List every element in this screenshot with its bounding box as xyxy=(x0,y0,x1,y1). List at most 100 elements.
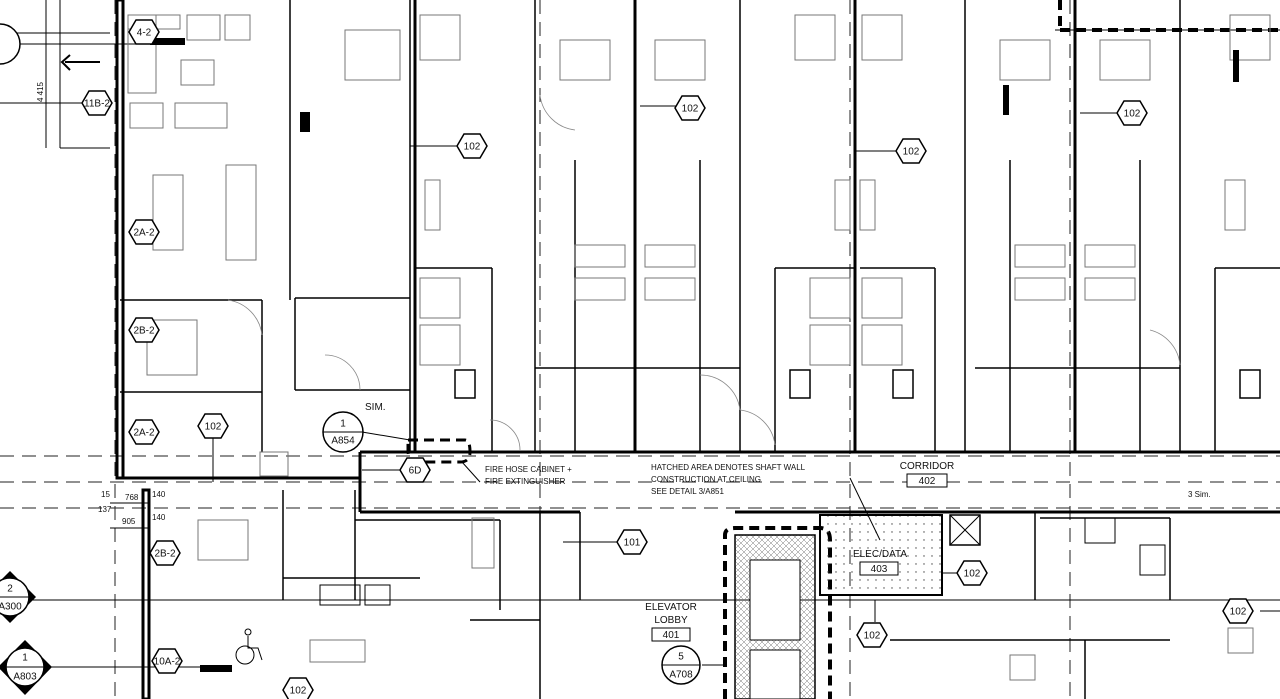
tag-2b-2[interactable]: 2B-2 xyxy=(128,317,160,343)
hexagon-icon xyxy=(282,677,314,699)
room-name: ELEC/DATA xyxy=(853,549,907,560)
hexagon-icon xyxy=(128,419,160,445)
room-number: 402 xyxy=(919,476,936,487)
tag-label: 102 xyxy=(682,104,699,115)
room-name-2: LOBBY xyxy=(654,615,688,626)
hexagon-icon xyxy=(151,648,183,674)
tag-102[interactable]: 102 xyxy=(956,560,988,586)
tag-label: 102 xyxy=(1230,607,1247,618)
tag-label: 102 xyxy=(464,142,481,153)
room-corridor[interactable]: CORRIDOR 402 xyxy=(900,461,954,488)
marker-sheet: A854 xyxy=(331,436,355,447)
accessible-icon xyxy=(235,628,263,665)
tag-102[interactable]: 102 xyxy=(197,413,229,439)
tag-label: 102 xyxy=(903,147,920,158)
tag-2a-2[interactable]: 2A-2 xyxy=(128,419,160,445)
tag-label: 101 xyxy=(624,538,641,549)
tag-11b-2[interactable]: 11B-2 xyxy=(81,90,113,116)
marker-number: 1 xyxy=(340,419,346,430)
dim-4415: 4 415 xyxy=(36,81,45,102)
dimensions: 4 415 15 768 140 137 905 140 xyxy=(36,81,166,529)
hatched-note-1: HATCHED AREA DENOTES SHAFT WALL xyxy=(651,463,806,472)
tag-label: 4-2 xyxy=(137,28,152,39)
tag-102[interactable]: 102 xyxy=(1116,100,1148,126)
dim-905: 905 xyxy=(122,517,136,526)
furniture xyxy=(127,14,1271,681)
tag-102[interactable]: 102 xyxy=(1222,598,1254,624)
section-marker-2-a300[interactable]: 2 A300 xyxy=(0,571,36,623)
room-name: ELEVATOR xyxy=(645,602,697,613)
hexagon-icon xyxy=(81,90,113,116)
tag-2a-2[interactable]: 2A-2 xyxy=(128,219,160,245)
hexagon-icon xyxy=(128,19,160,45)
hexagon-icon xyxy=(895,138,927,164)
walls xyxy=(115,0,1280,699)
section-marker-1-a854[interactable]: 1 A854 xyxy=(322,411,364,453)
room-number: 403 xyxy=(871,564,888,575)
tag-label: 11B-2 xyxy=(84,99,110,110)
tag-102[interactable]: 102 xyxy=(674,95,706,121)
tag-label: 102 xyxy=(864,631,881,642)
tag-102[interactable]: 102 xyxy=(282,677,314,699)
tag-label: 2B-2 xyxy=(154,549,176,560)
section-marker-1-a803[interactable]: 1 A803 xyxy=(0,640,52,695)
hexagon-icon xyxy=(456,133,488,159)
tag-label: 2B-2 xyxy=(133,326,155,337)
marker-sheet: A803 xyxy=(13,672,37,683)
grid-bubble xyxy=(0,23,21,65)
hexagon-icon xyxy=(128,219,160,245)
tag-102[interactable]: 102 xyxy=(895,138,927,164)
elevator-core xyxy=(406,438,981,699)
hexagon-icon xyxy=(128,317,160,343)
tag-label: 102 xyxy=(1124,109,1141,120)
tag-2b-2[interactable]: 2B-2 xyxy=(149,540,181,566)
hexagon-icon xyxy=(1222,598,1254,624)
hexagon-icon xyxy=(399,457,431,483)
hexagon-icon xyxy=(149,540,181,566)
fire-hose-note-2: FIRE EXTINGUISHER xyxy=(485,477,566,486)
tag-label: 102 xyxy=(205,422,222,433)
marker-sheet: A708 xyxy=(669,670,693,681)
tag-label: 2A-2 xyxy=(133,228,155,239)
hatched-note-2: CONSTRUCTION AT CEILING xyxy=(651,475,761,484)
room-elevator-lobby[interactable]: ELEVATOR LOBBY 401 xyxy=(645,602,697,642)
dim-140b: 140 xyxy=(152,513,166,522)
fire-hose-note-1: FIRE HOSE CABINET + xyxy=(485,465,572,474)
notes: SIM. FIRE HOSE CABINET + FIRE EXTINGUISH… xyxy=(365,402,1211,499)
tag-102[interactable]: 102 xyxy=(856,622,888,648)
hexagon-icon xyxy=(856,622,888,648)
three-sim-note: 3 Sim. xyxy=(1188,490,1211,499)
hexagon-icon xyxy=(197,413,229,439)
hexagon-icon xyxy=(616,529,648,555)
leaders xyxy=(60,54,1280,666)
section-marker-5-a708[interactable]: 5 A708 xyxy=(661,645,701,685)
room-number: 401 xyxy=(663,630,680,641)
tag-101[interactable]: 101 xyxy=(616,529,648,555)
tag-label: 6D xyxy=(409,466,422,477)
dim-15: 15 xyxy=(101,490,110,499)
hexagon-icon xyxy=(674,95,706,121)
tag-102[interactable]: 102 xyxy=(456,133,488,159)
room-elec-data[interactable]: ELEC/DATA 403 xyxy=(853,549,907,576)
marker-number: 2 xyxy=(7,584,13,595)
dim-768: 768 xyxy=(125,493,139,502)
tag-label: 102 xyxy=(290,686,307,697)
tag-4-2[interactable]: 4-2 xyxy=(128,19,160,45)
tag-label: 10A-2 xyxy=(154,657,181,668)
marker-number: 5 xyxy=(678,652,684,663)
tag-10a-2[interactable]: 10A-2 xyxy=(151,648,183,674)
room-name: CORRIDOR xyxy=(900,461,954,472)
elec-data-room-hatch xyxy=(819,514,943,596)
marker-sheet: A300 xyxy=(0,602,22,613)
tag-label: 102 xyxy=(964,569,981,580)
dim-140: 140 xyxy=(152,490,166,499)
dim-137: 137 xyxy=(98,505,112,514)
marker-number: 1 xyxy=(22,653,28,664)
hexagon-icon xyxy=(1116,100,1148,126)
sim-note: SIM. xyxy=(365,402,386,413)
tags: 4-2 11B-2 2A-2 102 102 102 102 2B-2 2A-2 102 6D 101… xyxy=(81,19,1254,699)
tag-6d[interactable]: 6D xyxy=(399,457,431,483)
tag-label: 2A-2 xyxy=(133,428,155,439)
